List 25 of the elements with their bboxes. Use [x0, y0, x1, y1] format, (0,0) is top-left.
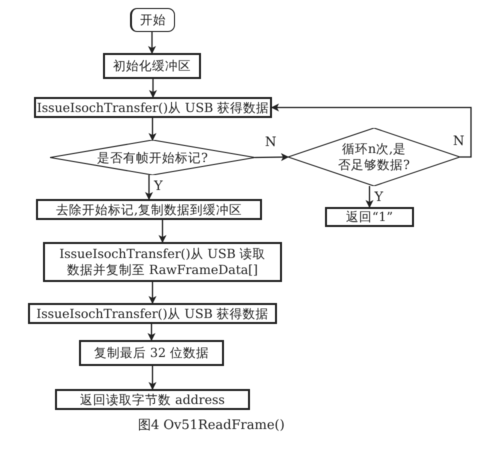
arrow	[145, 175, 153, 200]
start-terminal: 开始	[130, 8, 175, 32]
figure-caption: 图4 Ov51ReadFrame()	[138, 417, 285, 434]
arrow	[271, 104, 472, 158]
arrow	[148, 118, 156, 141]
edge-label: N	[265, 136, 276, 150]
process-box: IssueIsochTransfer()从 USB 获得数据	[34, 97, 272, 118]
arrow	[148, 282, 156, 304]
process-box: 复制最后 32 位数据	[79, 340, 224, 366]
arrow	[148, 32, 156, 54]
decision-text: 循环n次,是否足够数据?	[338, 141, 410, 173]
arrow	[366, 186, 374, 208]
arrow	[148, 366, 156, 390]
decision-text: 是否有帧开始标记?	[97, 150, 208, 166]
decision-diamond	[50, 140, 255, 175]
process-box: 初始化缓冲区	[103, 53, 201, 79]
process-box: IssueIsochTransfer()从 USB 获得数据	[28, 303, 277, 324]
process-box: 去除开始标记,复制数据到缓冲区	[36, 199, 262, 220]
arrow	[158, 220, 166, 243]
process-box: 返回读取字节数 address	[55, 389, 250, 410]
arrow	[149, 79, 157, 98]
arrow	[148, 324, 156, 341]
arrow	[255, 153, 289, 162]
process-box: 返回“1”	[325, 207, 414, 227]
process-box: IssueIsochTransfer()从 USB 读取数据并复制至 RawFrameData[]	[43, 242, 282, 282]
